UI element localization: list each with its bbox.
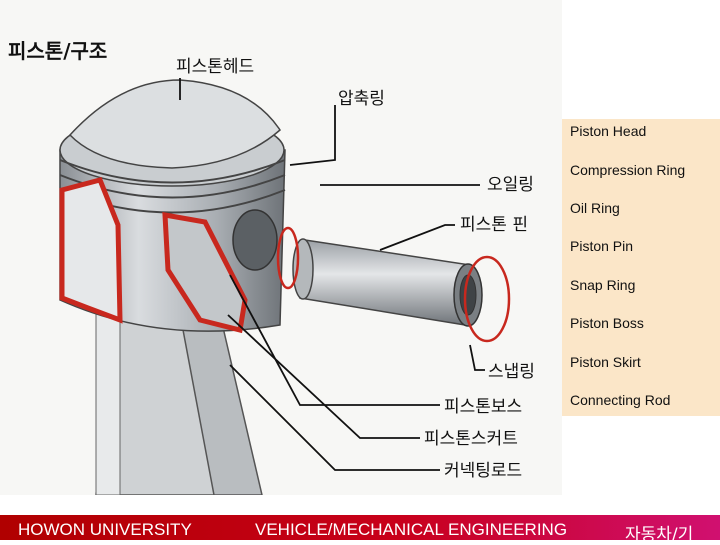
- legend-item-piston-skirt: Piston Skirt: [570, 354, 641, 370]
- footer-department: VEHICLE/MECHANICAL ENGINEERING: [255, 520, 568, 539]
- legend-item-oil-ring: Oil Ring: [570, 200, 620, 216]
- leader-lines: [179, 78, 485, 471]
- footer-bar: HOWON UNIVERSITY VEHICLE/MECHANICAL ENGI…: [0, 515, 720, 545]
- legend-item-piston-boss: Piston Boss: [570, 315, 644, 331]
- label-piston-pin: 피스톤 핀: [460, 215, 528, 235]
- legend-item-snap-ring: Snap Ring: [570, 277, 636, 293]
- label-piston-skirt: 피스톤스커트: [424, 429, 518, 449]
- label-connecting-rod: 커넥팅로드: [444, 461, 522, 481]
- piston-diagram: 피스톤/구조 피스톤헤드 압축링 오일링 피스톤 핀 스냅링 피스톤보스 피스톤…: [8, 39, 535, 495]
- footer-university: HOWON UNIVERSITY: [18, 520, 192, 539]
- piston-body: [59, 79, 286, 334]
- label-piston-head: 피스톤헤드: [176, 57, 254, 77]
- english-legend: Piston Head Compression Ring Oil Ring Pi…: [562, 119, 720, 416]
- legend-item-piston-pin: Piston Pin: [570, 238, 634, 254]
- legend-item-connecting-rod: Connecting Rod: [570, 392, 671, 408]
- label-compression-ring: 압축링: [338, 89, 385, 109]
- label-snap-ring: 스냅링: [488, 362, 535, 382]
- piston-pin: [292, 238, 483, 327]
- diagram-title: 피스톤/구조: [8, 39, 107, 63]
- footer-course: 자동차/기: [625, 525, 694, 545]
- legend-item-compression-ring: Compression Ring: [570, 162, 686, 178]
- label-piston-boss: 피스톤보스: [444, 397, 522, 417]
- snap-rings: [276, 226, 511, 343]
- legend-item-piston-head: Piston Head: [570, 123, 647, 139]
- piston-figure: 피스톤/구조 피스톤헤드 압축링 오일링 피스톤 핀 스냅링 피스톤보스 피스톤…: [8, 39, 535, 495]
- label-oil-ring: 오일링: [487, 175, 534, 195]
